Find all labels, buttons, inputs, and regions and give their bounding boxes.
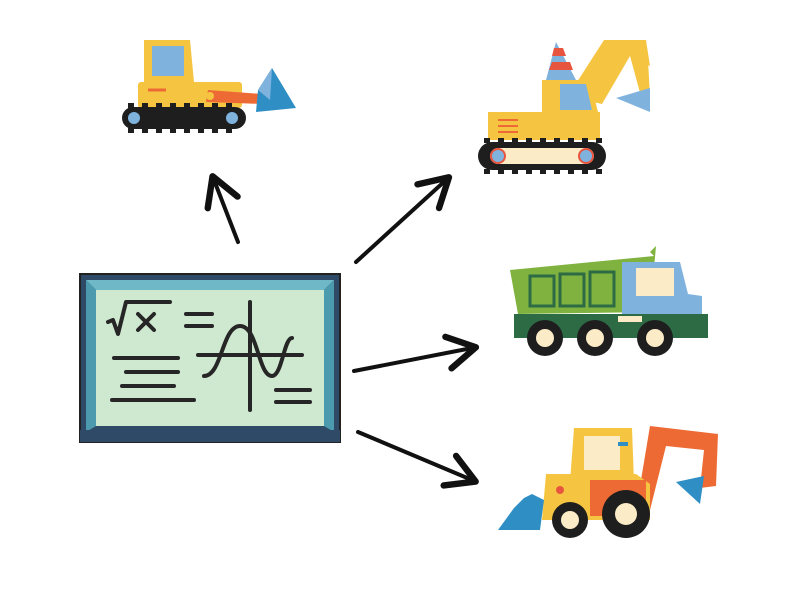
excavator-icon [478,40,650,174]
arrows [204,173,480,489]
arrow-to-dump-truck [352,333,480,373]
bulldozer-icon [122,40,296,133]
sqrt-symbol [106,300,172,336]
backhoe-loader-icon [498,426,718,538]
arrow-to-excavator [354,174,453,264]
dump-truck-icon [510,246,708,356]
graph-curve [202,323,294,379]
arrow-to-backhoe-loader [356,430,479,489]
chalkboard-math-icon [79,273,341,443]
times-symbol [136,312,156,332]
arrow-to-bulldozer [204,173,241,244]
